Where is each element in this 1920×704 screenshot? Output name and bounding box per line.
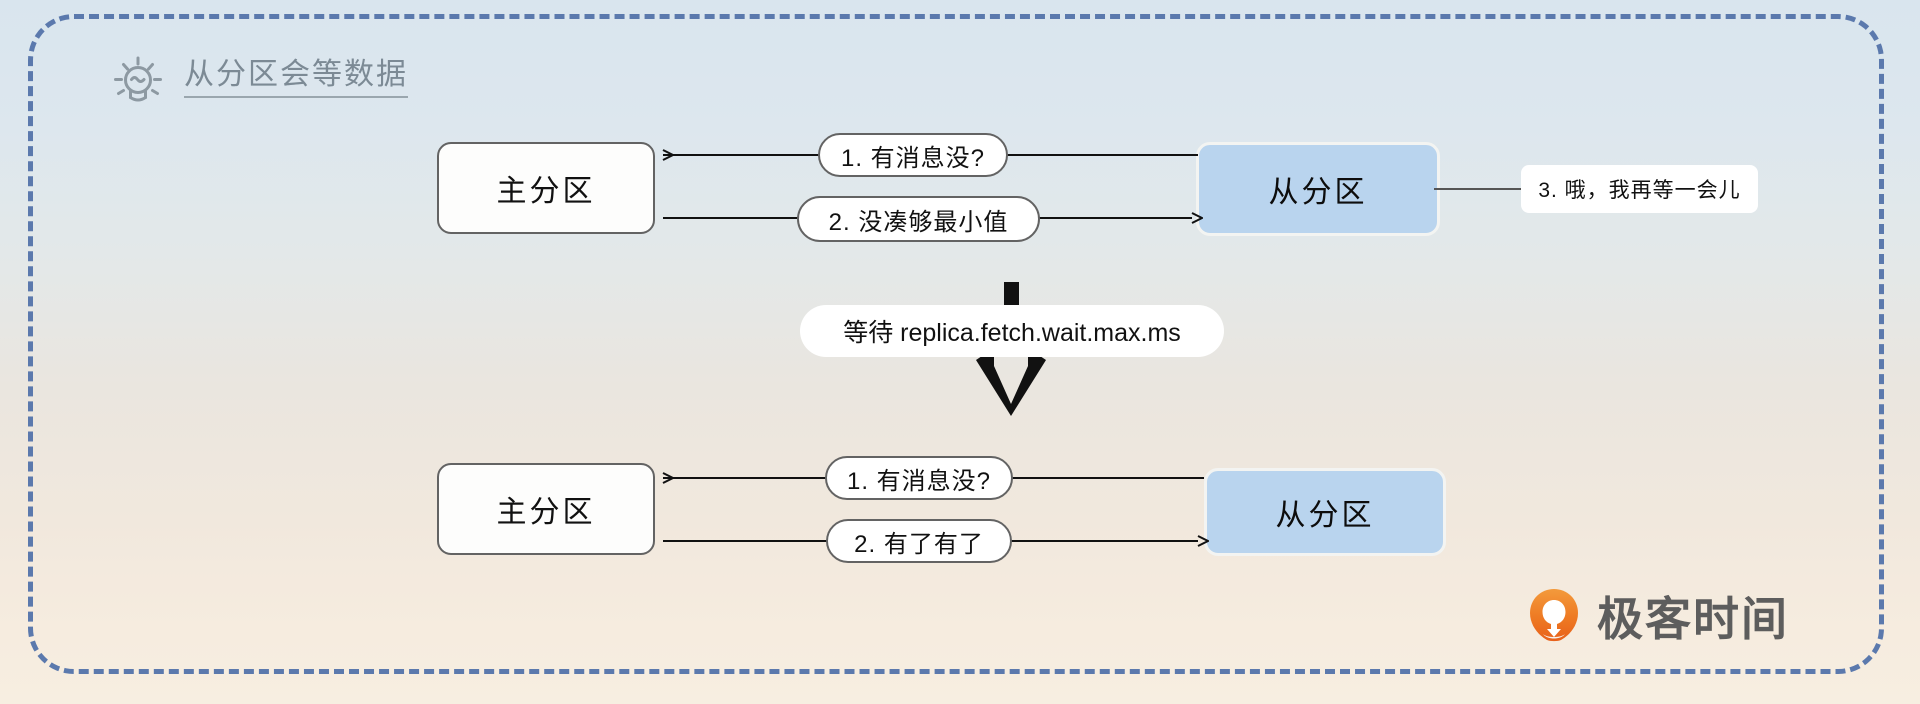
top-follower-partition-box[interactable]: 从分区 xyxy=(1196,142,1440,236)
bottom-message-2[interactable]: 2. 有了有了 xyxy=(826,519,1012,563)
top-leader-partition-box[interactable]: 主分区 xyxy=(437,142,655,234)
bottom-follower-partition-box[interactable]: 从分区 xyxy=(1204,468,1446,556)
bottom-leader-partition-box[interactable]: 主分区 xyxy=(437,463,655,555)
top-message-1[interactable]: 1. 有消息没? xyxy=(818,133,1008,177)
watermark-text: 极客时间 xyxy=(1597,593,1789,645)
top-side-note[interactable]: 3. 哦，我再等一会儿 xyxy=(1521,165,1758,213)
lightbulb-idea-icon xyxy=(114,56,162,102)
watermark: 极客时间 xyxy=(1525,583,1789,649)
header: 从分区会等数据 xyxy=(110,50,408,106)
top-message-2[interactable]: 2. 没凑够最小值 xyxy=(797,196,1040,242)
geekbang-logo-icon xyxy=(1530,589,1578,642)
wait-config-label[interactable]: 等待 replica.fetch.wait.max.ms xyxy=(800,305,1224,357)
bottom-message-1[interactable]: 1. 有消息没? xyxy=(825,456,1013,500)
page-title: 从分区会等数据 xyxy=(184,58,408,99)
